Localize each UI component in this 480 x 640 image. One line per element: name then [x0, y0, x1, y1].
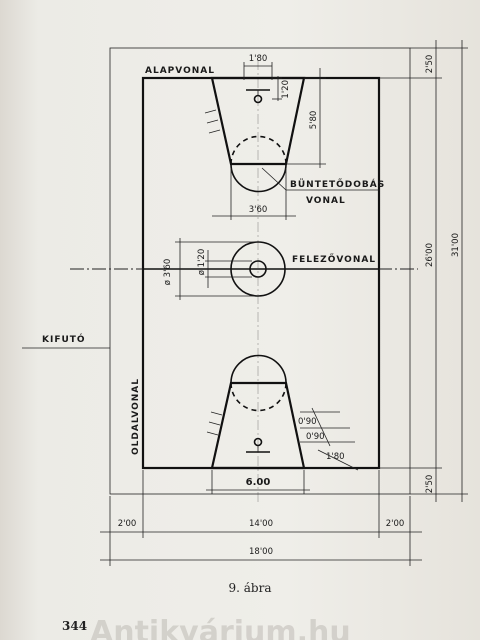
watermark: Antikvárium.hu: [90, 615, 351, 640]
page-number: 344: [62, 619, 87, 633]
dim-180-top: 1'80: [249, 54, 268, 64]
dim-120-top: 1'20: [281, 80, 291, 99]
inner-center-circle: [249, 260, 267, 278]
label-kifuto: KIFUTÓ: [42, 333, 86, 345]
dim-1800: 18'00: [249, 547, 273, 557]
dim-120-circle: ø 1'20: [197, 249, 207, 275]
label-felezovonal: FELEZŐVONAL: [292, 254, 376, 265]
dim-200-left: 2'00: [118, 519, 137, 529]
dim-090-a: 0'90: [298, 417, 317, 427]
label-oldalvonal: OLDALVONAL: [131, 378, 141, 455]
dim-360-key: 3'60: [249, 205, 268, 215]
dim-600: 6.00: [246, 477, 271, 488]
top-lane-marks: [204, 109, 221, 134]
dim-1400: 14'00: [249, 519, 273, 529]
top-basket: [253, 94, 263, 104]
bottom-lane-marks: [206, 411, 223, 436]
dim-250-top: 2'50: [425, 55, 435, 74]
dim-2600: 26'00: [425, 243, 435, 267]
dim-250-bottom: 2'50: [425, 475, 435, 494]
label-buntetodobas: BÜNTETŐDOBÁS: [290, 178, 385, 190]
bottom-basket: [253, 437, 263, 447]
bottom-free-throw-arc-dashed: [230, 382, 287, 412]
dim-200-right: 2'00: [386, 519, 405, 529]
top-free-throw-arc: [230, 163, 287, 193]
dim-090-b: 0'90: [306, 432, 325, 442]
dim-580: 5'80: [309, 111, 319, 130]
label-vonal: VONAL: [306, 196, 346, 206]
bottom-free-throw-arc: [230, 354, 287, 384]
outer-boundary: [109, 47, 411, 495]
label-alapvonal: ALAPVONAL: [145, 66, 215, 76]
dim-180-bottom: 1'80: [326, 452, 345, 462]
dim-3100: 31'00: [451, 233, 461, 257]
top-free-throw-arc-dashed: [230, 135, 287, 165]
figure-caption: 9. ábra: [229, 581, 272, 595]
dim-360-circle: ø 3'60: [163, 259, 173, 285]
